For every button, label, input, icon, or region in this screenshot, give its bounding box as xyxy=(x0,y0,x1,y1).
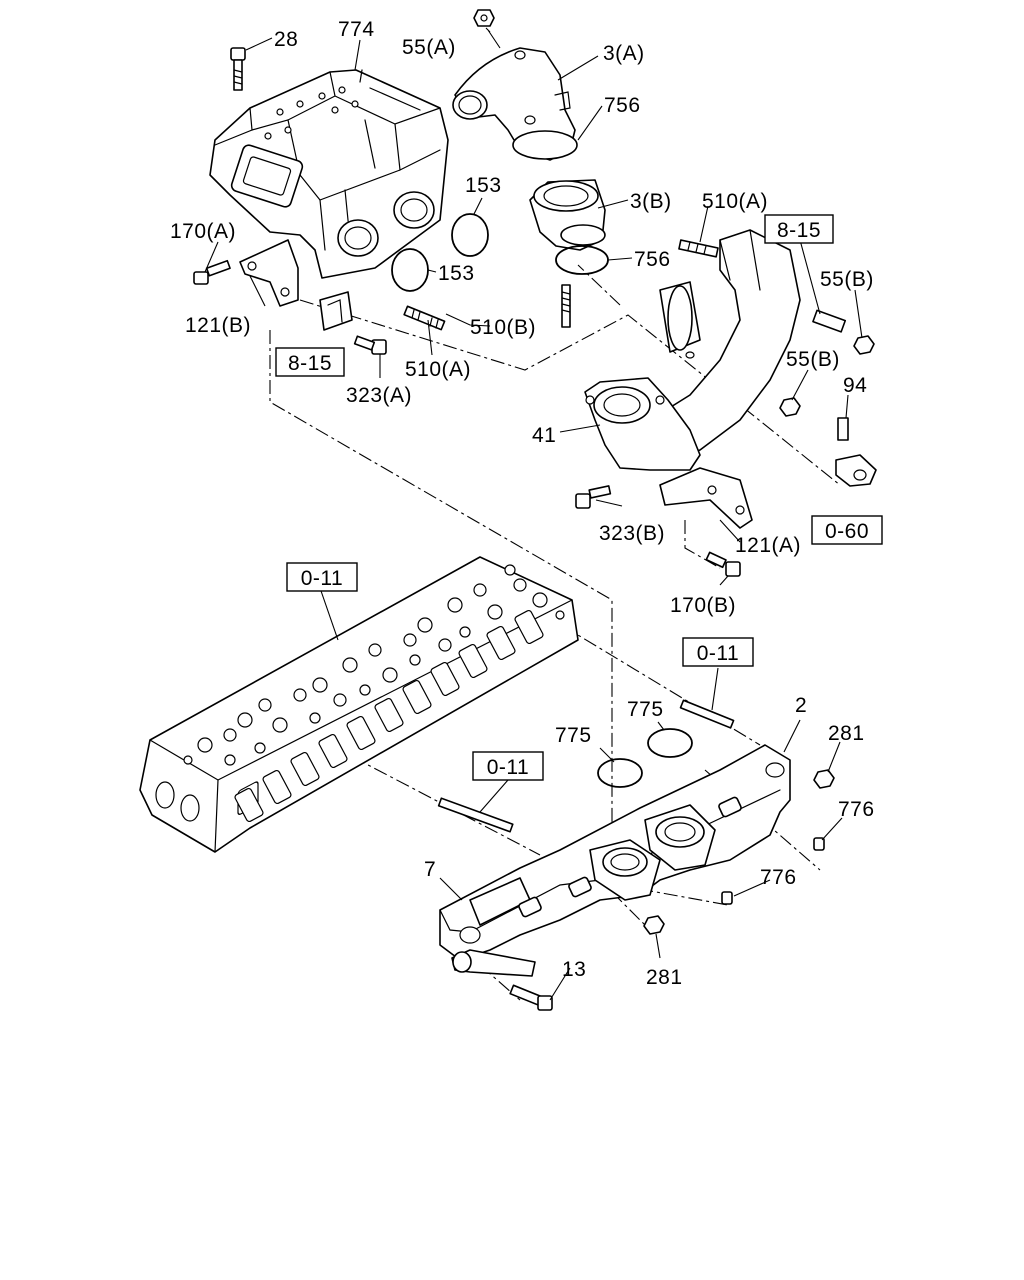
nut-55b-mid xyxy=(779,397,801,417)
water-pipe-3b xyxy=(529,179,606,251)
o-ring-756 xyxy=(555,245,609,275)
nuts-281 xyxy=(643,769,835,935)
sensor-94 xyxy=(835,417,877,487)
thermostat-housing-774 xyxy=(209,69,449,279)
part-labels: 28 774 55(A) 3(A) 756 153 3(B) 510(A) 17… xyxy=(170,18,875,989)
stud-510a-lower xyxy=(403,305,446,331)
label-3b: 3(B) xyxy=(630,190,672,213)
label-28: 28 xyxy=(274,28,298,51)
bracket-121b xyxy=(239,239,299,307)
label-776-mid: 776 xyxy=(760,866,797,889)
label-55a: 55(A) xyxy=(402,36,456,59)
label-775-right: 775 xyxy=(627,698,664,721)
label-756-top: 756 xyxy=(604,94,641,117)
head-top-features xyxy=(183,564,565,766)
stud-510a-top xyxy=(678,239,719,258)
label-323a: 323(A) xyxy=(346,384,412,407)
label-776-right: 776 xyxy=(838,798,875,821)
label-756-low: 756 xyxy=(634,248,671,271)
o-rings-775 xyxy=(597,728,693,788)
bypass-pipe xyxy=(639,229,801,466)
nut-55a xyxy=(473,9,495,27)
ref-0-11-right: 0-11 xyxy=(697,642,739,665)
ref-8-15-left: 8-15 xyxy=(288,352,332,375)
label-775-left: 775 xyxy=(555,724,592,747)
head-ports xyxy=(234,609,544,823)
bolt-170a xyxy=(193,259,231,285)
bolt-170b xyxy=(705,551,741,577)
label-153-low: 153 xyxy=(438,262,475,285)
water-pipe-3a xyxy=(452,47,578,161)
label-510b: 510(B) xyxy=(470,316,536,339)
label-281-low: 281 xyxy=(646,966,683,989)
label-13: 13 xyxy=(562,958,586,981)
label-774: 774 xyxy=(338,18,375,41)
bolt-13 xyxy=(509,984,553,1011)
dowels-776 xyxy=(721,837,825,905)
bracket-121a xyxy=(659,467,753,529)
label-153-top: 153 xyxy=(465,174,502,197)
label-121b: 121(B) xyxy=(185,314,251,337)
label-281-right: 281 xyxy=(828,722,865,745)
bolt-28 xyxy=(230,47,246,91)
ref-0-11-head: 0-11 xyxy=(301,567,343,590)
ref-0-11-lower: 0-11 xyxy=(487,756,529,779)
pipe-fitting xyxy=(451,949,536,977)
leader-lines xyxy=(204,27,863,1001)
label-94: 94 xyxy=(843,374,867,397)
label-170a: 170(A) xyxy=(170,220,236,243)
label-55b-top: 55(B) xyxy=(820,268,874,291)
bolt-323a xyxy=(353,335,387,355)
cylinder-head xyxy=(139,556,579,853)
label-121a: 121(A) xyxy=(735,534,801,557)
label-7: 7 xyxy=(424,858,436,881)
thermostat-cover-41 xyxy=(584,377,701,471)
ref-8-15-top: 8-15 xyxy=(777,219,821,242)
water-manifold xyxy=(439,744,791,961)
label-41: 41 xyxy=(532,424,556,447)
label-323b: 323(B) xyxy=(599,522,665,545)
label-2: 2 xyxy=(795,694,807,717)
label-170b: 170(B) xyxy=(670,594,736,617)
label-3a: 3(A) xyxy=(603,42,645,65)
label-55b-mid: 55(B) xyxy=(786,348,840,371)
label-510a-low: 510(A) xyxy=(405,358,471,381)
gasket-clip xyxy=(319,291,353,331)
bolt-323b xyxy=(575,485,612,509)
label-510a-top: 510(A) xyxy=(702,190,768,213)
bolt-55b-top xyxy=(812,309,875,355)
reference-boxes: 8-15 8-15 0-60 0-11 0-11 0-11 xyxy=(275,214,883,781)
ref-0-60: 0-60 xyxy=(825,520,869,543)
manifold-studs xyxy=(437,699,735,833)
stud-510b xyxy=(561,284,571,328)
